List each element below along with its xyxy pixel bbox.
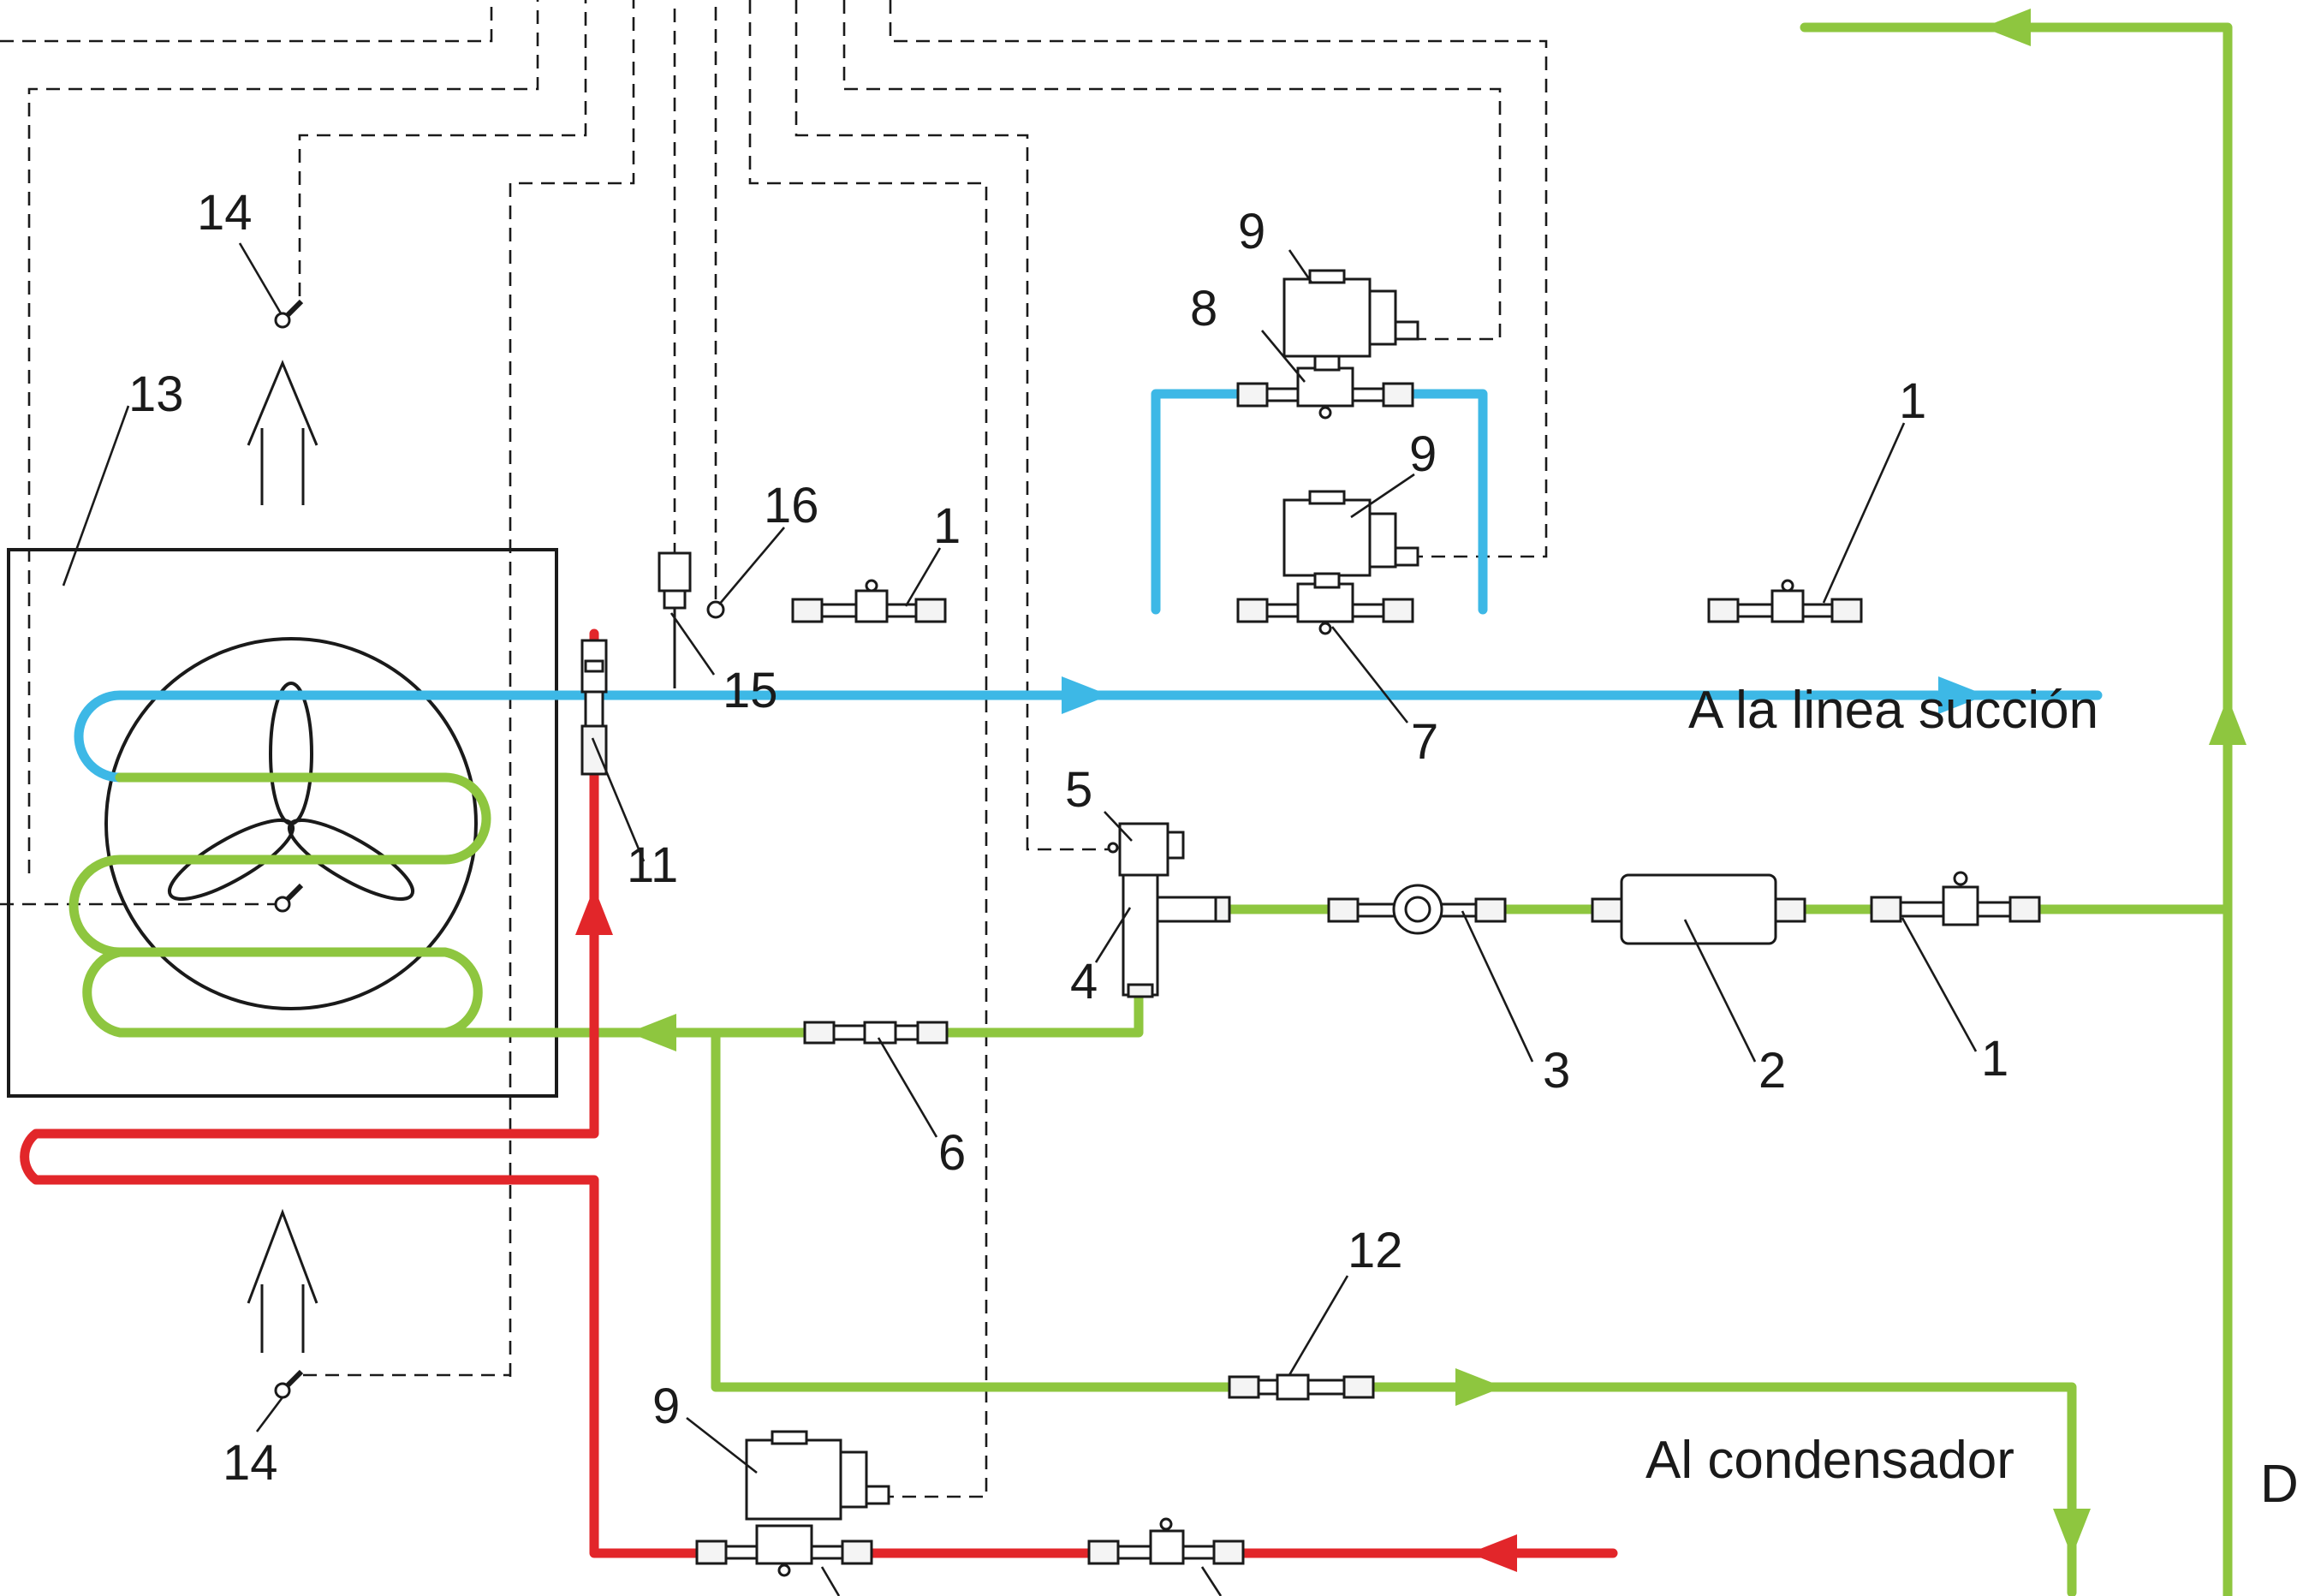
label-7: 7 bbox=[1411, 714, 1438, 770]
solenoid-valve-8 bbox=[1236, 269, 1419, 420]
label-1-suction-left: 1 bbox=[933, 498, 961, 554]
label-3: 3 bbox=[1543, 1043, 1570, 1099]
valve-icon bbox=[791, 579, 947, 623]
label-1-liquid: 1 bbox=[1981, 1031, 2008, 1087]
label-14-top: 14 bbox=[197, 185, 253, 241]
expansion-valve-4 bbox=[1107, 822, 1231, 998]
liquid-piping bbox=[68, 22, 2233, 1596]
label-11: 11 bbox=[627, 837, 678, 893]
check-valve-12 bbox=[1228, 1373, 1375, 1401]
airflow-arrow-top bbox=[247, 360, 318, 505]
sensor-icon bbox=[706, 600, 725, 619]
label-16: 16 bbox=[764, 478, 819, 533]
solenoid-coil-icon bbox=[1282, 269, 1419, 372]
arrow-icon bbox=[575, 9, 2246, 1572]
leader-lines bbox=[62, 242, 1978, 1596]
label-2: 2 bbox=[1758, 1043, 1786, 1099]
evaporator-box bbox=[7, 548, 558, 1098]
label-15: 15 bbox=[723, 663, 778, 718]
evaporator-unit bbox=[7, 548, 558, 1098]
caption-edge-letter: D bbox=[2260, 1455, 2297, 1514]
sensor-icon bbox=[274, 883, 304, 913]
label-9-bottom: 9 bbox=[652, 1379, 680, 1434]
label-6: 6 bbox=[938, 1125, 966, 1181]
filter-drier-2 bbox=[1591, 873, 1806, 945]
label-8: 8 bbox=[1190, 281, 1217, 336]
solenoid-coil-icon bbox=[1282, 490, 1419, 589]
airflow-arrow-bottom bbox=[247, 1208, 318, 1353]
solenoid-coil-icon bbox=[745, 1430, 890, 1521]
label-1-suction-right: 1 bbox=[1899, 373, 1926, 429]
label-5: 5 bbox=[1065, 762, 1092, 818]
caption-suction-line: A la linea succión bbox=[1688, 681, 2098, 740]
hot-gas-piping bbox=[20, 628, 1618, 1558]
check-valve-6 bbox=[803, 1021, 949, 1045]
control-wiring bbox=[0, 0, 1548, 1498]
hot-gas-solenoid-valve bbox=[695, 1430, 890, 1577]
fan-icon bbox=[104, 637, 478, 1010]
sensor-icon bbox=[274, 299, 304, 329]
solenoid-coil-icon bbox=[1107, 822, 1185, 877]
valve-icon bbox=[1870, 871, 2041, 926]
label-9-top: 9 bbox=[1238, 204, 1265, 259]
label-9-middle: 9 bbox=[1409, 426, 1437, 482]
caption-condenser: Al condensador bbox=[1645, 1431, 2014, 1490]
label-13: 13 bbox=[128, 366, 184, 422]
captions: A la linea succión Al condensador D bbox=[1645, 681, 2297, 1514]
number-labels: 14 13 16 1 15 11 9 8 9 1 7 5 4 6 3 2 1 1… bbox=[128, 185, 2008, 1491]
solenoid-valve-7 bbox=[1236, 490, 1419, 635]
label-14-bottom: 14 bbox=[223, 1435, 278, 1491]
pressure-transmitter-15 bbox=[658, 551, 692, 688]
sight-glass-11 bbox=[580, 639, 608, 776]
sight-glass-3 bbox=[1327, 884, 1507, 935]
label-4: 4 bbox=[1070, 954, 1098, 1009]
label-12: 12 bbox=[1348, 1223, 1403, 1278]
valve-icon bbox=[1087, 1517, 1245, 1565]
sensor-icon bbox=[274, 1369, 304, 1399]
valve-icon bbox=[1707, 579, 1863, 623]
